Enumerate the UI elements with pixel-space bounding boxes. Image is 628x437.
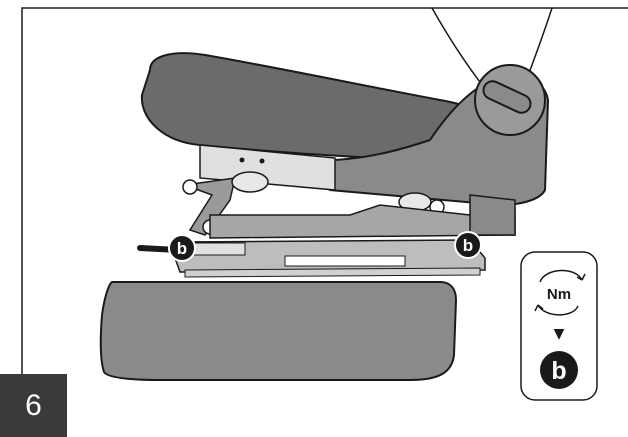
step-number-box: 6 xyxy=(0,374,67,437)
torque-arc-top xyxy=(539,269,583,283)
callout-b-right-label: b xyxy=(463,236,473,255)
legend-frame xyxy=(520,251,598,401)
base-tray xyxy=(99,281,458,381)
pivot-bolt xyxy=(182,179,198,195)
callout-b-right: b xyxy=(454,231,482,259)
torque-arrowhead xyxy=(576,273,586,281)
fore-aft-lever-block xyxy=(189,242,246,256)
recline-knob-grip xyxy=(482,80,532,114)
rail-rivet xyxy=(259,158,265,164)
rail-rivet xyxy=(239,157,245,163)
rear-bracket xyxy=(469,194,516,236)
torque-label: Nm xyxy=(547,286,571,303)
torque-icon: Nm xyxy=(534,269,586,316)
floor-rail xyxy=(184,267,481,278)
legend-b-label: b xyxy=(551,357,566,385)
step-number: 6 xyxy=(25,388,42,422)
callout-b-left: b xyxy=(168,234,196,262)
legend-b-badge xyxy=(540,351,578,389)
roller xyxy=(231,171,269,193)
callout-b-left-badge xyxy=(168,234,196,262)
slide-slot xyxy=(284,255,406,267)
callout-b-right-badge xyxy=(454,231,482,259)
torque-legend-panel: Nm ▼ b xyxy=(520,251,598,401)
down-arrow-icon: ▼ xyxy=(554,326,565,342)
torque-arc-bottom xyxy=(537,304,579,316)
torque-arrowhead xyxy=(534,304,544,312)
illustration-frame xyxy=(21,7,628,437)
callout-b-left-label: b xyxy=(177,239,187,258)
